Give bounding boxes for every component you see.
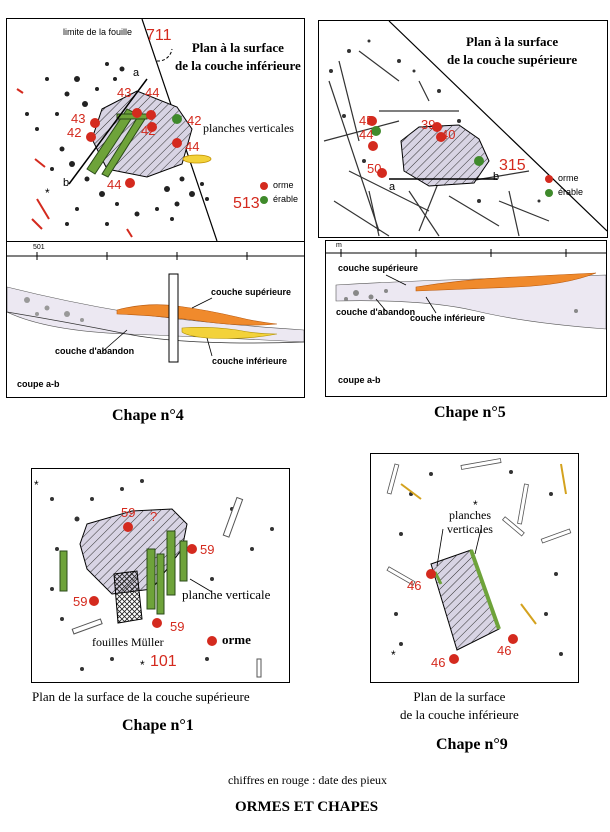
zone-number-315: 315 [499,157,526,174]
planche-verticale-label: planche verticale [182,587,271,602]
stake-date: 42 [67,125,82,140]
page-title: ORMES ET CHAPES [235,799,379,815]
chape4-caption: Chape n°4 [112,407,184,424]
couche-inferieure-label: couche inférieure [410,313,486,323]
stake-date: 42 [187,113,202,128]
plan-title-line2: de la couche supérieure [447,52,578,67]
stake-date: 59 [170,619,185,634]
chape5-plan-title: Plan à la surface de la couche supérieur… [447,33,577,69]
chape1-plan-drawing: * * [34,478,274,678]
stake-date: 44 [145,85,160,100]
stake-date: 59 [200,542,215,557]
svg-text:*: * [473,498,478,512]
couche-inferieure-label: couche inférieure [212,356,288,366]
subcaption-line1: Plan de la surface [413,689,506,704]
stake-date: 44 [359,127,374,142]
chape1-subcaption: Plan de la surface de la couche supérieu… [32,689,250,704]
stake-date: 43 [71,111,86,126]
svg-text:*: * [45,186,50,200]
unknown-date-marker: ? [150,509,158,524]
plan-title-line2: de la couche inférieure [175,58,301,73]
chape4-section-panel: 501 couche supérieure couche d'abandon c… [6,241,305,398]
stake-date: 46 [431,655,446,670]
couche-superieure-label: couche supérieure [211,287,292,297]
stake-date: 40 [441,127,456,142]
couche-abandon-label: couche d'abandon [55,346,135,356]
limit-label: limite de la fouille [63,27,133,37]
chape4-plan-drawing: * [16,19,268,241]
legend-orme-label: orme [273,180,294,190]
couche-superieure-label: couche supérieure [338,263,419,273]
plan-title-line1: Plan à la surface [466,34,559,49]
stake-date: 42 [141,123,156,138]
stake-date: 39 [421,117,436,132]
chape4-section-drawing [7,252,304,363]
chape9-caption: Chape n°9 [436,736,508,753]
chape5-section-drawing [326,249,606,330]
chape5-section-panel: m couche supérieure couche d'abandon cou… [325,240,607,397]
planches-verticales-label: planches verticales [447,508,493,536]
svg-text:*: * [140,658,145,672]
chape1-plan-panel: * * 59 ? 59 59 59 planche verticale foui… [31,468,290,683]
legend-orme-label: orme [222,632,251,647]
letter-b: b [63,177,70,189]
fouilles-muller-label: fouilles Müller [92,635,164,649]
chape4-plan-title: Plan à la surface de la couche inférieur… [175,39,301,75]
legend-orme-label: orme [558,173,579,183]
chape1-caption: Chape n°1 [122,717,194,734]
footer-note: chiffres en rouge : date des pieux [228,773,388,787]
coupe-label: coupe a-b [338,375,381,385]
chape5-plan-panel: Plan à la surface de la couche supérieur… [318,20,608,238]
chape5-plan-drawing [323,21,607,237]
chape9-plan-panel: * * planches verticales 46 46 46 [370,453,579,683]
letter-a: a [133,67,140,79]
legend-erable-label: érable [273,194,299,204]
planches-line1: planches [449,508,491,522]
chape9-subcaption: Plan de la surface de la couche inférieu… [400,688,519,724]
subcaption-line2: de la couche inférieure [400,707,519,722]
planches-label: planches verticales [203,121,294,135]
zone-number-513: 513 [233,195,260,212]
stake-date: 44 [185,139,200,154]
chape4-plan-panel: * limite de la fouille 711 Plan à la sur… [6,18,305,242]
letter-a: a [389,181,396,193]
stake-date: 44 [107,177,122,192]
stake-date: 46 [407,578,422,593]
coupe-label: coupe a-b [17,379,60,389]
stake-date: 43 [117,85,132,100]
stake-date: 45 [359,113,374,128]
planches-line2: verticales [447,522,493,536]
stake-date: 46 [497,643,512,658]
chape9-plan-drawing: * * [386,458,572,664]
section-scale: 501 [33,244,45,251]
svg-text:*: * [391,648,396,662]
stake-date: 59 [73,594,88,609]
legend-erable-label: érable [558,187,584,197]
zone-number-101: 101 [150,653,177,670]
couche-abandon-label: couche d'abandon [336,307,416,317]
stake-date: 59 [121,505,136,520]
section-scale: m [336,242,342,249]
letter-b: b [493,171,500,183]
zone-number-711: 711 [146,27,172,44]
svg-text:*: * [34,478,39,492]
stake-date: 50 [367,161,382,176]
chape5-caption: Chape n°5 [434,404,506,421]
plan-title-line1: Plan à la surface [191,40,284,55]
